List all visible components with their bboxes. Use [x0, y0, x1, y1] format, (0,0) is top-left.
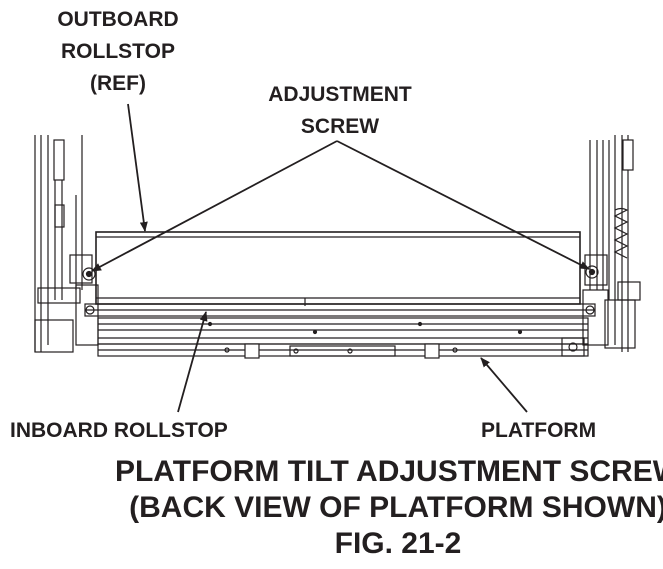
outboard-rollstop-line-3: (REF) [90, 72, 146, 95]
lift-mechanism-drawing [34, 135, 641, 359]
outboard-rollstop-leader [127, 103, 148, 232]
outboard-rollstop-plate [95, 231, 581, 306]
inboard-rollstop-label: INBOARD ROLLSTOP [10, 419, 228, 442]
outboard-rollstop-line-2: ROLLSTOP [61, 40, 175, 63]
leader-lines [91, 103, 590, 413]
outboard-rollstop-label: OUTBOARD ROLLSTOP (REF) [57, 8, 178, 95]
right-adjustment-screw [585, 265, 599, 279]
inboard-rollstop-bar [84, 303, 596, 317]
right-vertical-arm [582, 135, 641, 352]
left-adjustment-screw [82, 267, 96, 281]
caption-title: PLATFORM TILT ADJUSTMENT SCREW [115, 455, 663, 488]
figure-caption: PLATFORM TILT ADJUSTMENT SCREW (BACK VIE… [115, 455, 663, 560]
figure-number: FIG. 21-2 [335, 527, 462, 560]
inboard-rollstop-leader [177, 311, 208, 413]
adjustment-screw-line-1: ADJUSTMENT [268, 83, 412, 106]
platform-assembly [97, 317, 589, 359]
adjustment-screw-leader-right [336, 140, 590, 270]
adjustment-screw-leader-left [91, 140, 338, 272]
adjustment-screw-label: ADJUSTMENT SCREW [268, 83, 412, 138]
platform-label: PLATFORM [481, 419, 596, 442]
platform-leader [480, 357, 528, 413]
adjustment-screw-line-2: SCREW [301, 115, 379, 138]
caption-subtitle: (BACK VIEW OF PLATFORM SHOWN) [129, 491, 663, 524]
outboard-rollstop-line-1: OUTBOARD [57, 8, 178, 31]
left-vertical-arm [34, 135, 99, 353]
